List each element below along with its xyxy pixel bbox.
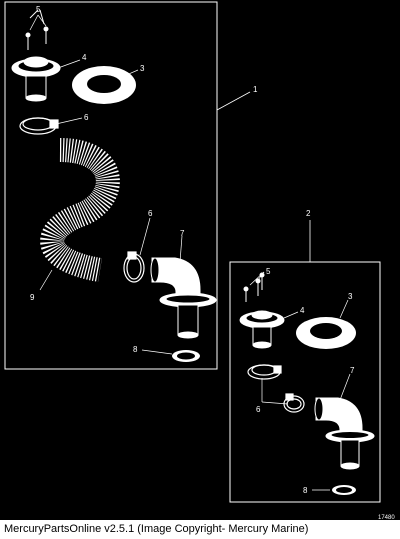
callout-6-mid: 6 [148,209,153,218]
hose [40,138,120,282]
fill-fitting-top [11,56,61,102]
clamp-bottom-2 [283,393,305,413]
clamp-top [19,117,59,135]
parts-diagram: WARNING [4,1,395,520]
clamp-bottom-1 [247,364,282,380]
callout-1: 1 [253,85,258,94]
gasket-top [172,350,200,362]
warning-text-top: WARNING [90,96,114,102]
elbow-bottom [314,397,375,470]
leaders-assembly-2 [249,271,351,491]
warning-text-bottom: WARNING [312,342,336,348]
leader-assembly-1 [216,91,251,111]
gasket-bottom [332,485,356,495]
screws-bottom [243,272,265,302]
callout-8-top: 8 [133,345,138,354]
callout-5-bottom: 5 [266,267,271,276]
callout-7-bottom: 7 [350,366,355,375]
callout-4-bottom: 4 [300,306,305,315]
warning-ring-top: WARNING [72,66,136,104]
elbow-top [150,257,217,339]
callout-9: 9 [30,293,35,302]
screws-top [25,9,49,50]
callout-2: 2 [306,209,311,218]
callout-3-bottom: 3 [348,292,353,301]
callout-8-bottom: 8 [303,486,308,495]
leaders-assembly-1 [29,14,183,355]
callout-6-bottom: 6 [256,405,261,414]
footer-copyright: MercuryPartsOnline v2.5.1 (Image Copyrig… [0,520,400,539]
warning-ring-bottom: WARNING [296,317,356,349]
assembly-1-frame [4,1,218,370]
callout-3-top: 3 [140,64,145,73]
callout-5-top: 5 [36,5,41,14]
fill-fitting-bottom [239,310,285,349]
reference-number: 17480 [378,515,395,520]
assembly-2-frame [229,261,381,503]
callout-7-top: 7 [180,229,185,238]
callout-6-top: 6 [84,113,89,122]
clamp-mid [123,251,145,283]
callout-4-top: 4 [82,53,87,62]
